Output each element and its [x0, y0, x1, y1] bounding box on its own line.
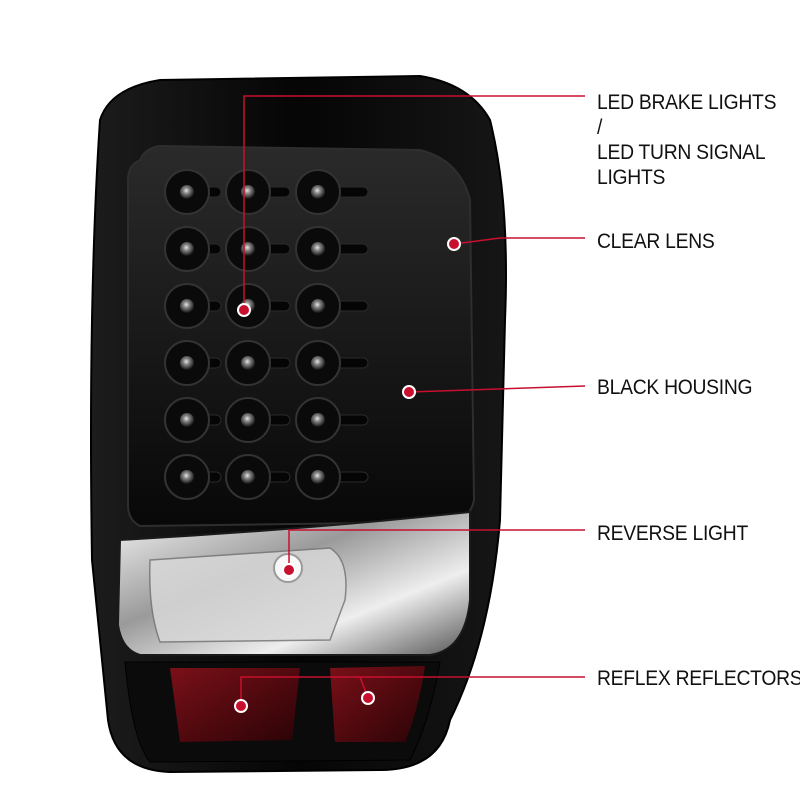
led-bulb: [241, 356, 255, 370]
callout-leader-line-2: [453, 237, 585, 245]
led-bulb: [180, 356, 194, 370]
led-bulb: [180, 299, 194, 313]
callout-reverse-light-label: REVERSE LIGHT: [597, 522, 749, 545]
callout-leader-line-1: [243, 95, 585, 310]
red-dot-marker-icon: [237, 303, 251, 317]
red-dot-marker-icon: [361, 691, 375, 705]
led-bulb: [311, 242, 325, 256]
led-bulb: [311, 470, 325, 484]
reverse-light-inner-bulb: [148, 547, 347, 643]
callout-leaders: [234, 95, 586, 713]
led-bulb: [311, 299, 325, 313]
led-bulb: [241, 470, 255, 484]
red-dot-marker-icon: [282, 563, 296, 577]
callout-led-brake-lights-label: LED BRAKE LIGHTS / LED TURN SIGNAL LIGHT…: [597, 91, 777, 189]
led-array: [164, 169, 369, 500]
led-bulb: [311, 413, 325, 427]
callout-leader-line-5: [240, 676, 585, 706]
callout-leader-line-3: [408, 385, 586, 393]
led-bulb: [180, 185, 194, 199]
callout-reflex-reflectors-label: REFLEX REFLECTORS: [597, 667, 800, 690]
callout-black-housing-label: BLACK HOUSING: [597, 376, 753, 399]
callout-leader-line-4: [288, 529, 585, 570]
callout-clear-lens-label: CLEAR LENS: [597, 230, 715, 253]
led-bulb: [180, 242, 194, 256]
red-dot-marker-icon: [402, 385, 416, 399]
led-bulb: [241, 242, 255, 256]
red-dot-marker-icon: [447, 237, 461, 251]
led-bulb: [241, 413, 255, 427]
led-bulb: [180, 470, 194, 484]
red-dot-marker-icon: [234, 699, 248, 713]
led-bulb: [241, 185, 255, 199]
led-bulb: [311, 356, 325, 370]
right-reflector: [330, 666, 425, 742]
led-bulb: [180, 413, 194, 427]
led-bulb: [311, 185, 325, 199]
